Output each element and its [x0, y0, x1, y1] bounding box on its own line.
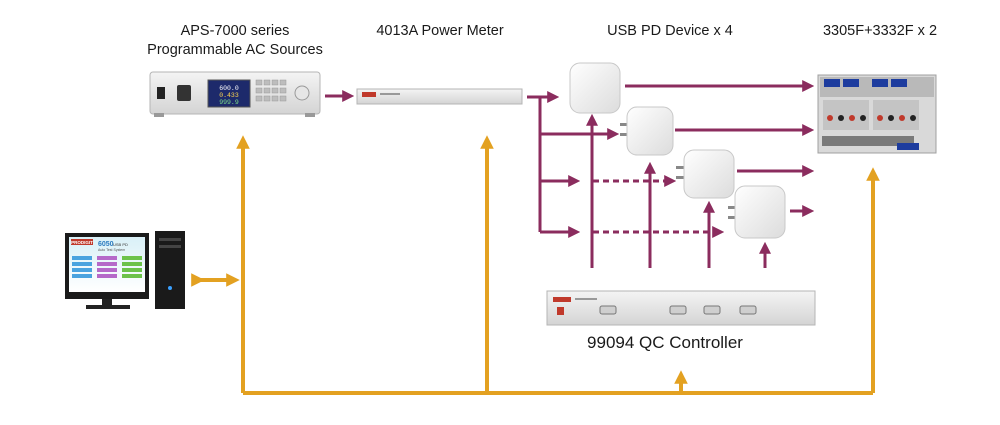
ac-display-line1: 600.0: [219, 85, 239, 92]
load-terminals: [827, 115, 916, 121]
electronic-load-device: [817, 74, 937, 154]
screen-logo: PRODIGIT: [71, 240, 93, 245]
qc-power-switch: [557, 307, 564, 315]
monitor-stand: [86, 305, 130, 309]
ac-keypad: [255, 79, 287, 102]
load-front-display: [897, 143, 919, 150]
power-meter-label: 4013A Power Meter: [376, 23, 504, 39]
pc-power-button: [168, 286, 172, 290]
ac-source-label-line1: APS-7000 series: [180, 23, 290, 39]
ac-source-label-line2: Programmable AC Sources: [147, 42, 323, 58]
ac-source-label: APS-7000 series Programmable AC Sources: [130, 22, 340, 60]
outlet: [177, 85, 191, 101]
ac-display-line3: 999.9: [219, 99, 239, 106]
control-bus: [191, 135, 880, 395]
usb-pd-device-2: [620, 106, 674, 156]
ac-knob: [294, 85, 310, 101]
qc-controller-device: [546, 290, 816, 326]
usb-pd-device-4: [728, 185, 786, 239]
ac-source-device: 600.0 0.433 999.9: [149, 71, 321, 117]
power-flow: [325, 80, 815, 268]
usb-pd-device-1: [569, 62, 621, 114]
qc-ports: [599, 305, 757, 315]
qc-controller-label: 99094 QC Controller: [587, 333, 743, 352]
meter-brand-badge: [362, 92, 376, 97]
load-displays: [824, 79, 907, 87]
screen-logo-badge: [71, 239, 93, 245]
ac-display-line2: 0.433: [219, 92, 239, 99]
screen-menu-columns: [72, 256, 142, 278]
power-switch: [157, 87, 165, 99]
pc-tower: [155, 231, 185, 309]
loads-label: 3305F+3332F x 2: [822, 23, 938, 39]
power-meter-device: [356, 88, 523, 105]
usb-pd-device-3: [676, 149, 735, 199]
pc-workstation: PRODIGIT 6050 USB PD Auto Test System: [65, 231, 185, 309]
ac-display-screen: [207, 79, 251, 108]
screen-subtitle-1: USB PD: [113, 242, 128, 247]
usb-pd-label: USB PD Device x 4: [607, 23, 733, 39]
screen-model: 6050: [98, 241, 114, 248]
screen-subtitle-2: Auto Test System: [98, 248, 125, 252]
qc-brand-badge: [553, 297, 571, 302]
monitor-neck: [102, 299, 112, 305]
